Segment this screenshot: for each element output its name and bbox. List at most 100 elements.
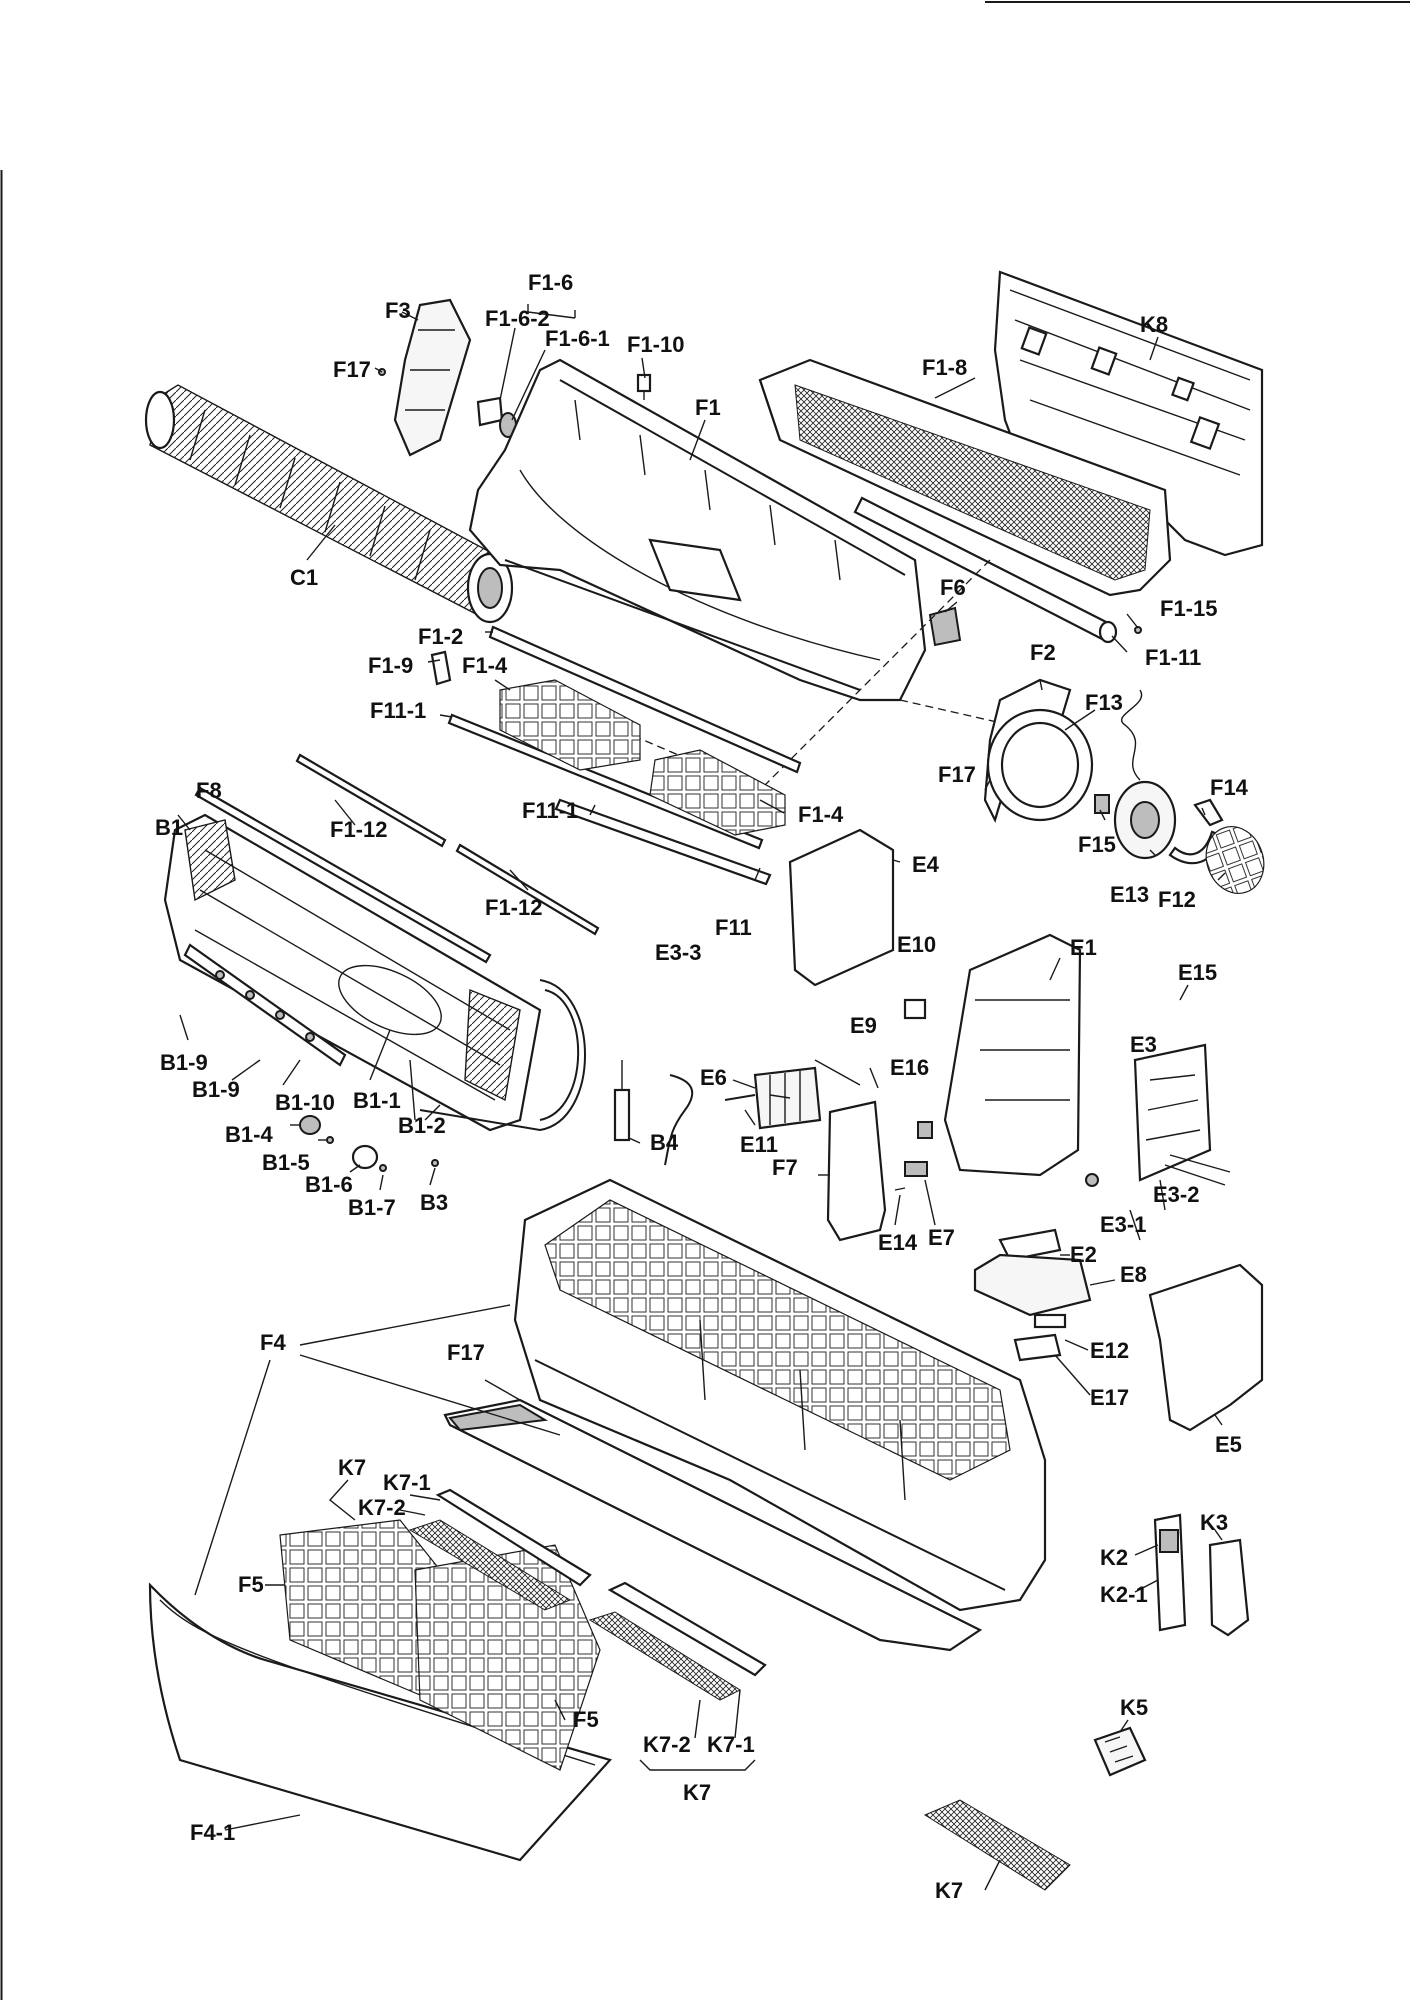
label-b1-9-b: B1-9 [192,1077,240,1102]
f7-cover [826,1100,887,1242]
label-b1-7: B1-7 [348,1195,396,1220]
label-f15: F15 [1078,832,1116,857]
label-e15: E15 [1178,960,1217,985]
part-labels: F1-6 F3 F1-6-2 F1-6-1 F17 F1-10 F1 F1-8 … [155,270,1249,1903]
label-f11-1-a: F11-1 [370,698,426,723]
label-f1-10: F1-10 [627,332,684,357]
b1-evaporator [163,813,542,1132]
label-e3-2: E3-2 [1153,1182,1199,1207]
b1-pipes [419,979,586,1132]
label-b1-1: B1-1 [353,1088,401,1113]
label-k7-2-bottom: K7-2 [643,1732,691,1757]
f1-4-louver-b [649,749,786,836]
label-k7-1-bottom: K7-1 [707,1732,755,1757]
label-k8: K8 [1140,312,1168,337]
label-b1-10: B1-10 [275,1090,335,1115]
label-f14: F14 [1210,775,1249,800]
label-b1-4: B1-4 [225,1122,273,1147]
f15-bearing [1094,794,1110,814]
label-b1: B1 [155,815,183,840]
e5-cover [1148,1263,1264,1432]
label-f1-4-b: F1-4 [798,802,844,827]
k7-bracket [639,1759,756,1771]
label-f17-mid: F17 [938,762,976,787]
label-e16: E16 [890,1055,929,1080]
label-f2: F2 [1030,640,1056,665]
f11-rod [554,798,772,886]
label-f12: F12 [1158,887,1196,912]
label-e9: E9 [850,1013,877,1038]
e2-e8-e12-e17 [973,1228,1092,1362]
label-b1-2: B1-2 [398,1113,446,1138]
k5-batteries [1093,1726,1147,1777]
label-f1-4-a: F1-4 [462,653,508,678]
e13-fan-motor [1113,689,1177,860]
label-f13: F13 [1085,690,1123,715]
label-f1-8: F1-8 [922,355,967,380]
label-k3: K3 [1200,1510,1228,1535]
label-f17-top: F17 [333,357,371,382]
label-f5-right: F5 [573,1707,599,1732]
f6-part [928,606,962,647]
b1-10-bar [183,943,347,1067]
leader-lines [177,311,1226,1891]
label-c1: C1 [290,565,318,590]
label-k2: K2 [1100,1545,1128,1570]
f3-bracket [378,298,472,457]
label-f4-1: F4-1 [190,1820,235,1845]
k7-filter-a [408,1488,592,1611]
e1-control-box [943,933,1082,1177]
f1-11-pipe [853,496,1142,644]
label-e11: E11 [740,1132,778,1157]
f1-10-screw [636,373,652,400]
e3-3-wire [664,1074,694,1166]
f1-4-louver-a [499,679,641,771]
e16-e14-e7 [894,1121,1099,1191]
label-b4: B4 [650,1130,679,1155]
label-f11: F11 [715,915,752,940]
k8-mounting-plate [993,270,1264,557]
k7-filter-b [588,1581,767,1701]
label-f1-6: F1-6 [528,270,573,295]
f1-2-rod [488,625,802,774]
label-e8: E8 [1120,1262,1147,1287]
f1-6-parts [476,304,576,438]
e3-pcb [1133,1043,1231,1186]
label-k7-1-top: K7-1 [383,1470,431,1495]
label-f1-2: F1-2 [418,624,463,649]
label-b1-5: B1-5 [262,1150,310,1175]
label-f5-left: F5 [238,1572,264,1597]
label-e7: E7 [928,1225,955,1250]
leader-dash-1 [899,699,1011,726]
label-k2-1: K2-1 [1100,1582,1148,1607]
label-e10: E10 [897,932,936,957]
label-f11-1-b: F11-1 [522,798,578,823]
label-f1-12-b: F1-12 [485,895,542,920]
label-e13: E13 [1110,882,1149,907]
label-f3: F3 [385,298,411,323]
label-e1: E1 [1070,935,1097,960]
f1-9-bracket [430,650,452,686]
label-e17: E17 [1090,1385,1129,1410]
label-f8: F8 [196,778,222,803]
label-e6: E6 [700,1065,727,1090]
e4-cover [788,828,895,987]
label-f1-6-2: F1-6-2 [485,306,550,331]
f4-front-grille [513,1178,1047,1612]
label-f1-11: F1-11 [1145,645,1201,670]
label-f17-bottom: F17 [447,1340,485,1365]
label-f1-12-a: F1-12 [330,817,387,842]
f1-main-chassis [468,358,927,702]
label-b3: B3 [420,1190,448,1215]
label-b1-6: B1-6 [305,1172,353,1197]
label-b1-9-a: B1-9 [160,1050,208,1075]
label-e12: E12 [1090,1338,1129,1363]
label-e4: E4 [912,852,940,877]
k7-panel-lower [923,1799,1071,1891]
label-k7-2-top: K7-2 [358,1495,406,1520]
f13-motor-ring [986,708,1094,822]
label-f1-15: F1-15 [1160,596,1217,621]
k3-holder [1208,1538,1250,1637]
